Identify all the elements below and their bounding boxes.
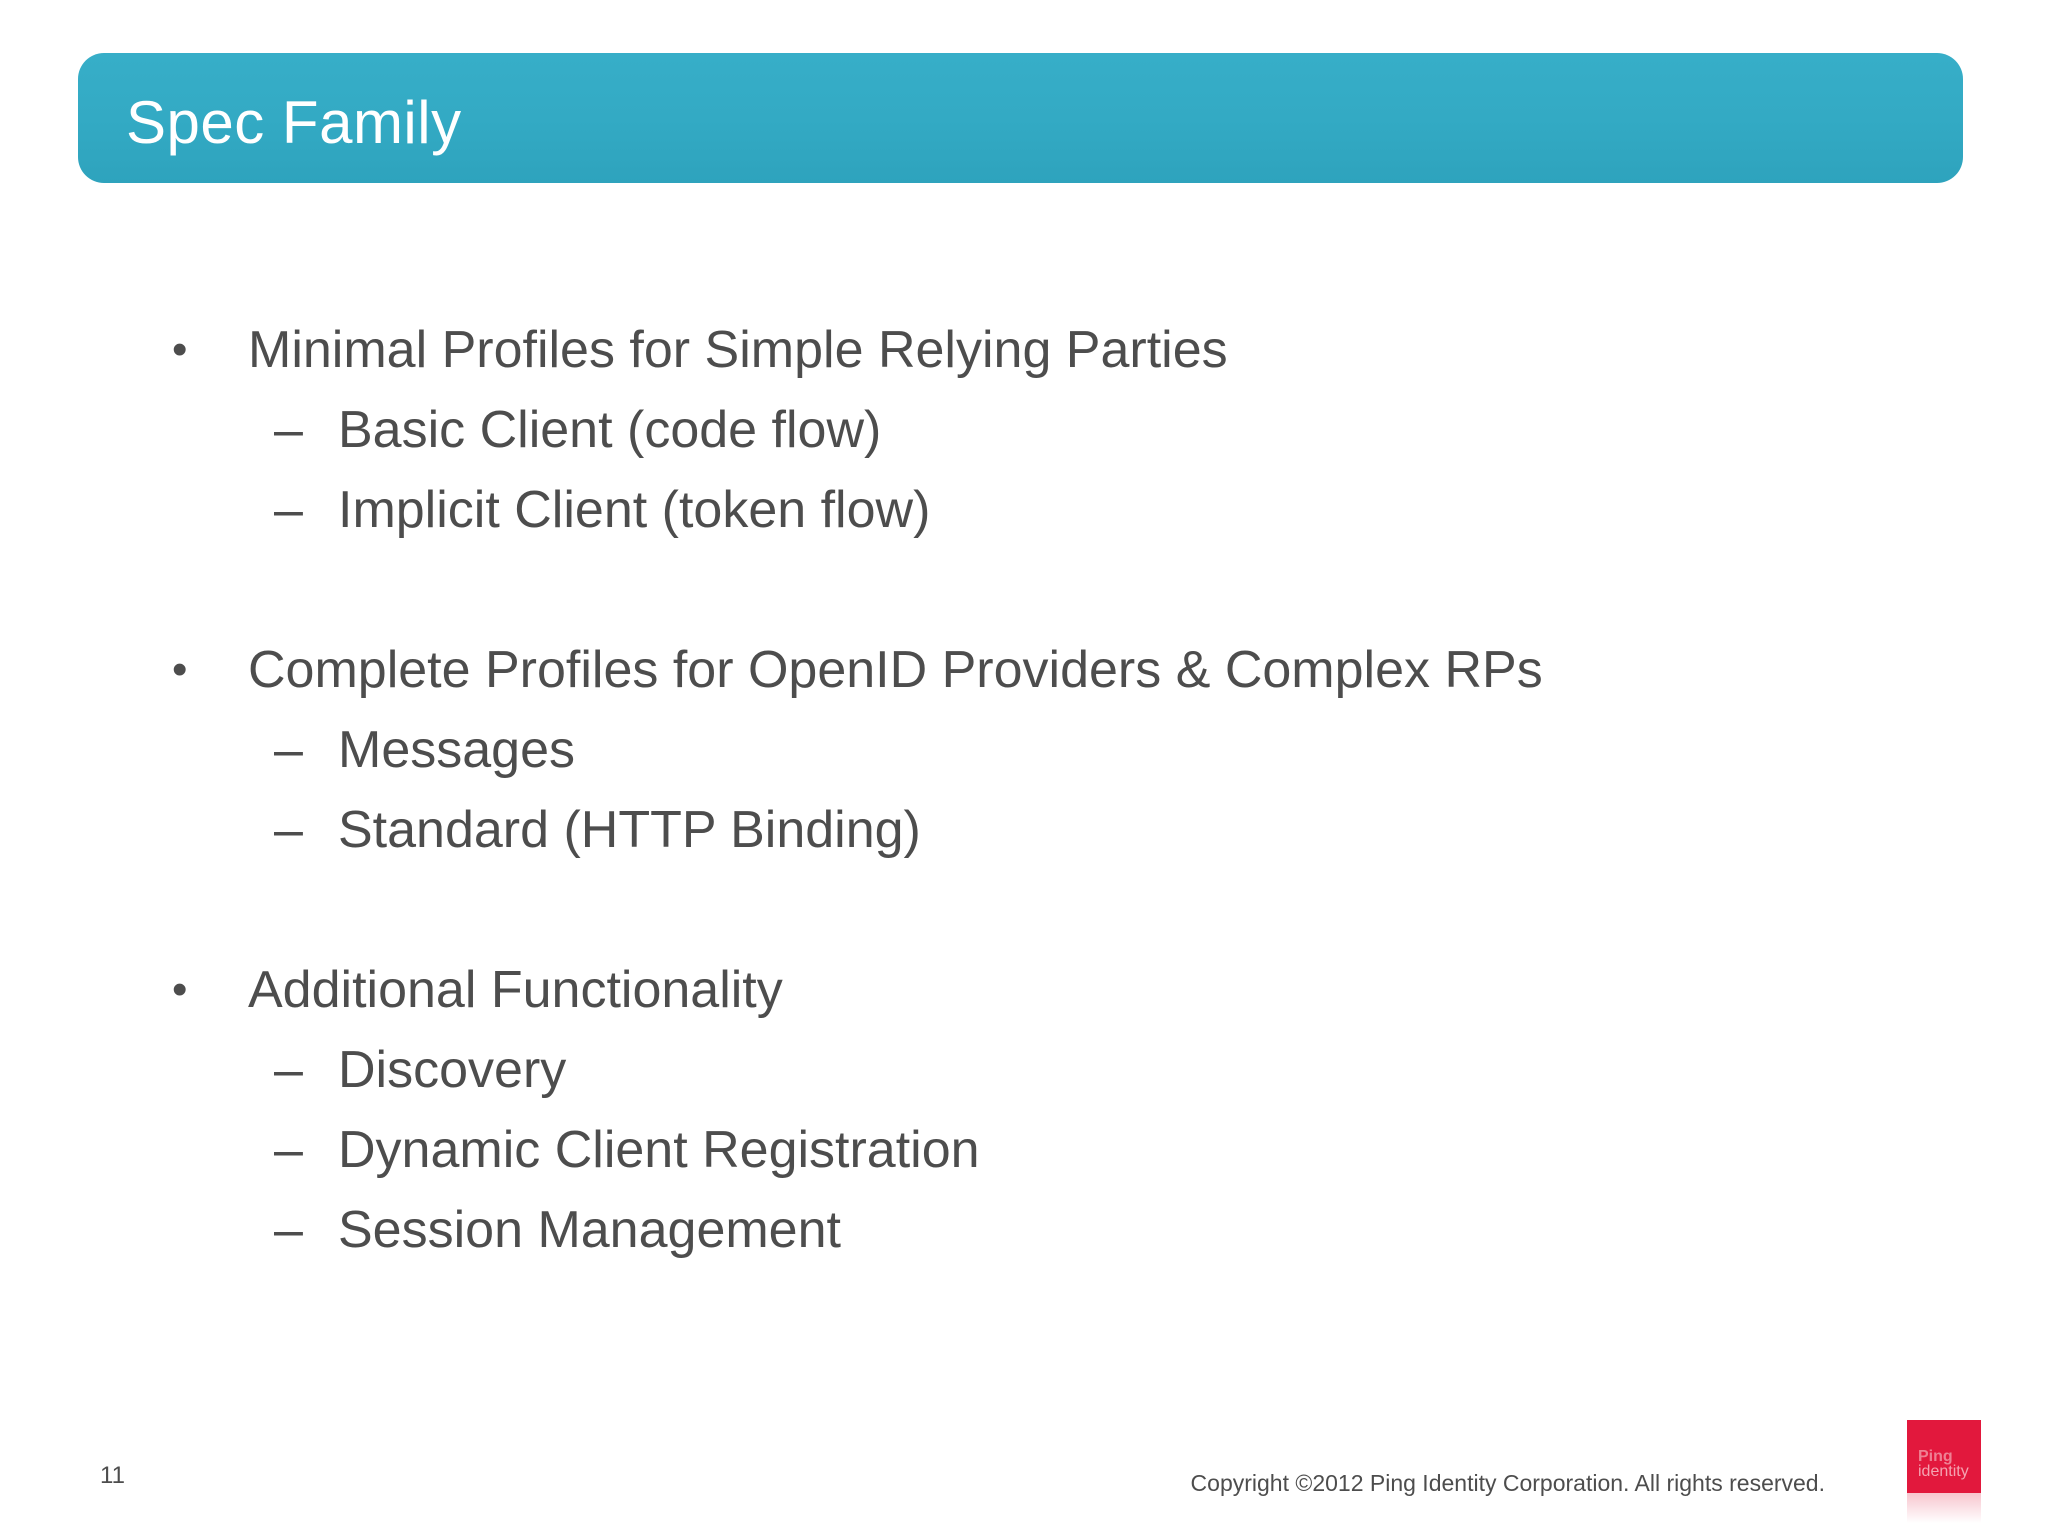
sub-bullet-item: – Basic Client (code flow)	[172, 390, 1872, 470]
slide-title-bar: Spec Family	[78, 53, 1963, 183]
slide-body: • Minimal Profiles for Simple Relying Pa…	[172, 310, 1872, 1270]
bullet-item: • Complete Profiles for OpenID Providers…	[172, 630, 1872, 710]
sub-bullet-text: Session Management	[338, 1201, 841, 1259]
bullet-icon: •	[172, 645, 188, 694]
dash-icon: –	[274, 481, 303, 539]
sub-bullet-item: – Messages	[172, 710, 1872, 790]
dash-icon: –	[274, 1201, 303, 1259]
dash-icon: –	[274, 401, 303, 459]
bullet-text: Complete Profiles for OpenID Providers &…	[248, 641, 1543, 699]
bullet-item: • Additional Functionality	[172, 950, 1872, 1030]
page-number: 11	[100, 1462, 125, 1489]
dash-icon: –	[274, 801, 303, 859]
logo-text-ping: Ping	[1918, 1448, 1953, 1465]
sub-bullet-item: – Implicit Client (token flow)	[172, 470, 1872, 550]
dash-icon: –	[274, 1121, 303, 1179]
sub-bullet-text: Discovery	[338, 1041, 567, 1099]
sub-bullet-item: – Discovery	[172, 1030, 1872, 1110]
ping-identity-logo: Ping identity	[1907, 1420, 1981, 1523]
sub-bullet-item: – Standard (HTTP Binding)	[172, 790, 1872, 870]
bullet-item: • Minimal Profiles for Simple Relying Pa…	[172, 310, 1872, 390]
bullet-group: • Additional Functionality – Discovery –…	[172, 950, 1872, 1270]
copyright-text: Copyright ©2012 Ping Identity Corporatio…	[1190, 1470, 1825, 1496]
bullet-group: • Minimal Profiles for Simple Relying Pa…	[172, 310, 1872, 550]
logo-text-identity: identity	[1918, 1463, 1969, 1480]
sub-bullet-text: Implicit Client (token flow)	[338, 481, 931, 539]
bullet-text: Additional Functionality	[248, 961, 783, 1019]
page-title: Spec Family	[126, 88, 462, 156]
dash-icon: –	[274, 1041, 303, 1099]
dash-icon: –	[274, 721, 303, 779]
bullet-group: • Complete Profiles for OpenID Providers…	[172, 630, 1872, 870]
bullet-icon: •	[172, 325, 188, 374]
bullet-icon: •	[172, 965, 188, 1014]
bullet-text: Minimal Profiles for Simple Relying Part…	[248, 321, 1228, 379]
sub-bullet-text: Messages	[338, 721, 575, 779]
sub-bullet-item: – Session Management	[172, 1190, 1872, 1270]
sub-bullet-text: Basic Client (code flow)	[338, 401, 882, 459]
sub-bullet-text: Standard (HTTP Binding)	[338, 801, 921, 859]
sub-bullet-item: – Dynamic Client Registration	[172, 1110, 1872, 1190]
sub-bullet-text: Dynamic Client Registration	[338, 1121, 980, 1179]
